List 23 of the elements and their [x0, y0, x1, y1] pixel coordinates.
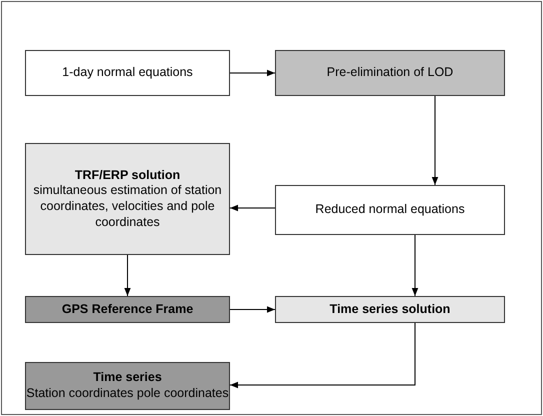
box-text: GPS Reference Frame [62, 302, 194, 318]
box-text: 1-day normal equations [62, 65, 193, 81]
process-box [275, 296, 505, 323]
process-box [275, 50, 505, 96]
arrow [230, 322, 416, 388]
arrow [124, 254, 131, 296]
box-text: Reduced normal equations [315, 202, 465, 218]
arrow [412, 234, 418, 296]
process-box [25, 143, 230, 255]
process-box [25, 50, 230, 96]
process-box [25, 296, 230, 323]
box-heading: TRF/ERP solution [74, 168, 180, 184]
arrow [230, 70, 276, 76]
box-heading: Time series [93, 370, 162, 386]
arrow [432, 96, 438, 186]
box-text: Pre-elimination of LOD [326, 65, 454, 81]
arrow [230, 306, 276, 313]
box-text: Time series solution [330, 302, 450, 318]
process-box [25, 362, 230, 410]
box-text: simultaneous estimation of station coordinates, velocities and pole coordinates [32, 183, 223, 230]
arrow [230, 204, 276, 212]
process-box [275, 185, 505, 235]
box-text: Station coordinates pole coordinates [26, 386, 229, 402]
